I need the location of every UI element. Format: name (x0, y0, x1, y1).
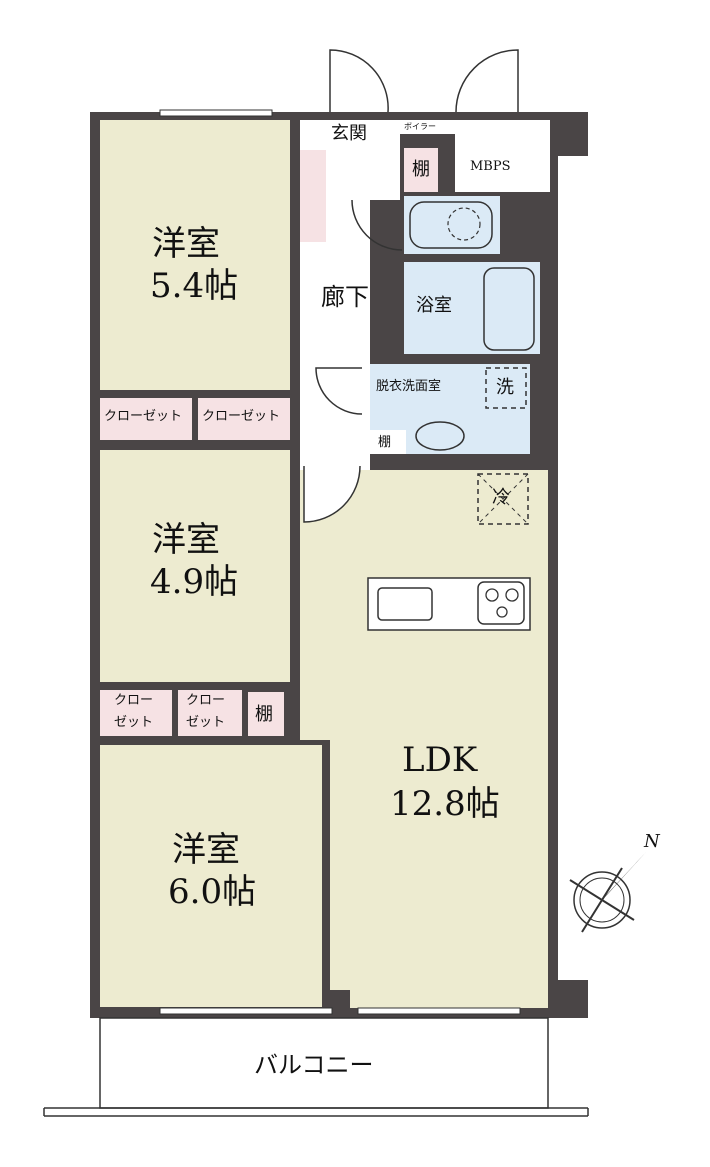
closet-room3-a-line1: クロー (114, 693, 154, 708)
toilet-icon (409, 201, 493, 249)
bath-label: 浴室 (416, 295, 452, 316)
boiler-area (400, 120, 455, 134)
ldk-size: 12.8帖 (390, 784, 500, 824)
boiler-label: ボイラー (404, 122, 436, 131)
western-room-3 (100, 745, 322, 1007)
balcony-label: バルコニー (254, 1051, 374, 1079)
door-corridor-lower (303, 465, 361, 523)
door-toilet (351, 199, 403, 251)
closet-room3-b (178, 690, 242, 736)
window-bottom-1 (159, 1007, 333, 1015)
washroom-shelf (370, 430, 406, 454)
toilet-bowl-icon (447, 207, 481, 241)
closet-room1-a (100, 398, 192, 440)
washer-icon (485, 367, 527, 409)
kitchen-counter (367, 577, 531, 631)
bathroom (404, 262, 540, 354)
western-room-1-name: 洋室 (152, 224, 220, 264)
sink-icon (415, 421, 465, 451)
front-door-left (329, 49, 389, 113)
closet-room3-b-line2: ゼット (186, 715, 226, 730)
closet-room3-a (100, 690, 172, 736)
shoe-cabinet (300, 150, 326, 242)
closet-room1-b (198, 398, 290, 440)
closet-room1-a-label: クローゼット (104, 409, 183, 424)
closet-room1-b-label: クローゼット (202, 409, 281, 424)
fridge-label: 冷 (492, 487, 510, 508)
western-room-2-size: 4.9帖 (150, 562, 239, 602)
ldk-name: LDK (402, 740, 478, 780)
western-room-1-size: 5.4帖 (150, 266, 239, 306)
window-top (159, 109, 273, 117)
stove-icon (477, 581, 525, 625)
balcony (99, 1017, 549, 1109)
washroom-label: 脱衣洗面室 (376, 379, 442, 394)
compass-north-label: N (644, 831, 660, 852)
closet-room3-a-line2: ゼット (114, 715, 154, 730)
toilet-room (404, 196, 500, 254)
bathtub-icon (483, 267, 535, 351)
door-washroom (315, 367, 363, 415)
washroom-shelf-label: 棚 (378, 435, 392, 450)
mbps-label: MBPS (470, 159, 511, 174)
mbps-area (455, 120, 550, 192)
front-door-right (455, 49, 519, 113)
shelf-entrance (404, 148, 438, 192)
western-room-3-name: 洋室 (172, 830, 240, 870)
window-bottom-2 (357, 1007, 521, 1015)
washer-label: 洗 (496, 377, 514, 398)
shelf-room3-label: 棚 (255, 704, 273, 725)
western-room-2-name: 洋室 (152, 520, 220, 560)
western-room-3-size: 6.0帖 (168, 872, 257, 912)
ldk-room (300, 470, 548, 1008)
kitchen-sink-icon (377, 587, 433, 621)
shelf-room3 (248, 692, 284, 736)
western-room-2 (100, 450, 290, 682)
corridor-label: 廊下 (321, 283, 369, 311)
genkan-label: 玄関 (331, 123, 367, 144)
compass-icon (569, 852, 646, 933)
western-room-1 (100, 120, 290, 390)
closet-room3-b-line1: クロー (186, 693, 226, 708)
shelf-entrance-label: 棚 (412, 159, 430, 180)
fridge-icon (477, 473, 529, 525)
